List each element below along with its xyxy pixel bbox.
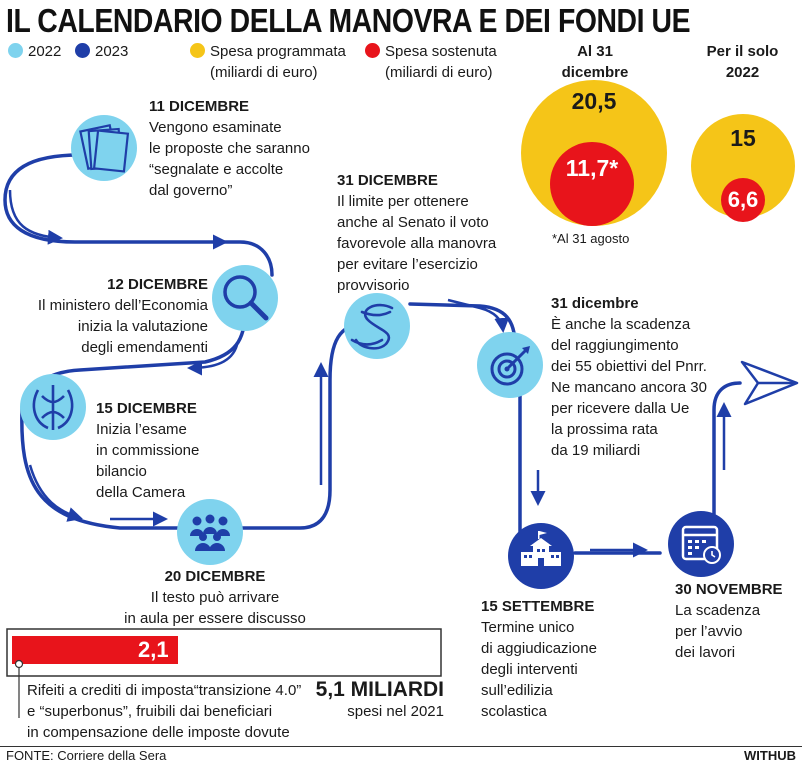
path-segment-1: [3, 153, 274, 277]
dot-icon-2023: [75, 43, 90, 58]
magnifier-icon: [212, 265, 278, 331]
bubble-left: [521, 80, 667, 226]
arrow-4: [28, 464, 83, 522]
bubble-right-sostenuta-value: 6,6: [727, 187, 759, 212]
legend-2022: 2022: [8, 41, 61, 62]
event-31-dicembre-pnrr: 31 dicembre È anche la scadenza del ragg…: [551, 295, 707, 459]
target-icon: [477, 332, 543, 398]
senate-logo-icon: [344, 293, 410, 359]
dot-icon-programmata: [190, 43, 205, 58]
dot-icon-sostenuta: [365, 43, 380, 58]
arrow-3: [187, 344, 239, 376]
event-30-novembre: 30 NOVEMBRE La scadenza per l’avvio dei …: [675, 581, 783, 661]
bar-total: 5,1 MILIARDI spesi nel 2021: [315, 678, 444, 720]
event-31-dicembre: 31 DICEMBRE Il limite per ottenere anche…: [337, 172, 497, 294]
event-11-dicembre: 11 DICEMBRE Vengono esaminate le propost…: [149, 98, 310, 199]
bubble-left-footnote: *Al 31 agosto: [552, 231, 630, 246]
path-segment-3: [238, 320, 367, 530]
bar-note: Rifeiti a crediti di imposta“transizione…: [27, 682, 302, 741]
arrow-1: [8, 189, 63, 245]
bubble-right: [691, 114, 795, 222]
bar-fill: [12, 636, 178, 664]
event-15-dicembre: 15 DICEMBRE Inizia l’esame in commission…: [96, 400, 200, 501]
legend-2023: 2023: [75, 41, 128, 62]
path-segment-7: [701, 381, 742, 529]
footer-source: FONTE: Corriere della Sera: [6, 748, 167, 763]
arrow-7: [447, 298, 510, 333]
event-12-dicembre: 12 DICEMBRE Il ministero dell’Economia i…: [37, 276, 208, 356]
footer-brand: WITHUB: [744, 748, 796, 763]
bubble-right-programmata-value: 15: [730, 125, 756, 151]
event-15-settembre: 15 SETTEMBRE Termine unico di aggiudicaz…: [481, 598, 597, 720]
bar-value-label: 2,1: [138, 637, 169, 662]
bubble-left-programmata-value: 20,5: [571, 88, 617, 114]
paper-plane-icon: [740, 360, 799, 406]
chamber-logo-icon: [20, 374, 86, 440]
people-icon: [177, 499, 243, 565]
calendar-icon: [668, 511, 734, 577]
bubble-left-sostenuta: [550, 142, 634, 226]
event-20-dicembre: 20 DICEMBRE Il testo può arrivare in aul…: [124, 568, 306, 627]
bubble-right-programmata: [691, 114, 795, 218]
page-title: IL CALENDARIO DELLA MANOVRA E DEI FONDI …: [6, 2, 691, 39]
school-icon: [508, 523, 574, 589]
legend-sostenuta: Spesa sostenuta (miliardi di euro): [365, 41, 497, 83]
footer-divider: [0, 746, 802, 747]
legend-programmata: Spesa programmata (miliardi di euro): [190, 41, 346, 83]
documents-icon: [71, 115, 137, 181]
bubble-right-sostenuta: [721, 178, 765, 222]
bubble-left-sostenuta-value: 11,7*: [565, 155, 619, 181]
dot-icon-2022: [8, 43, 23, 58]
